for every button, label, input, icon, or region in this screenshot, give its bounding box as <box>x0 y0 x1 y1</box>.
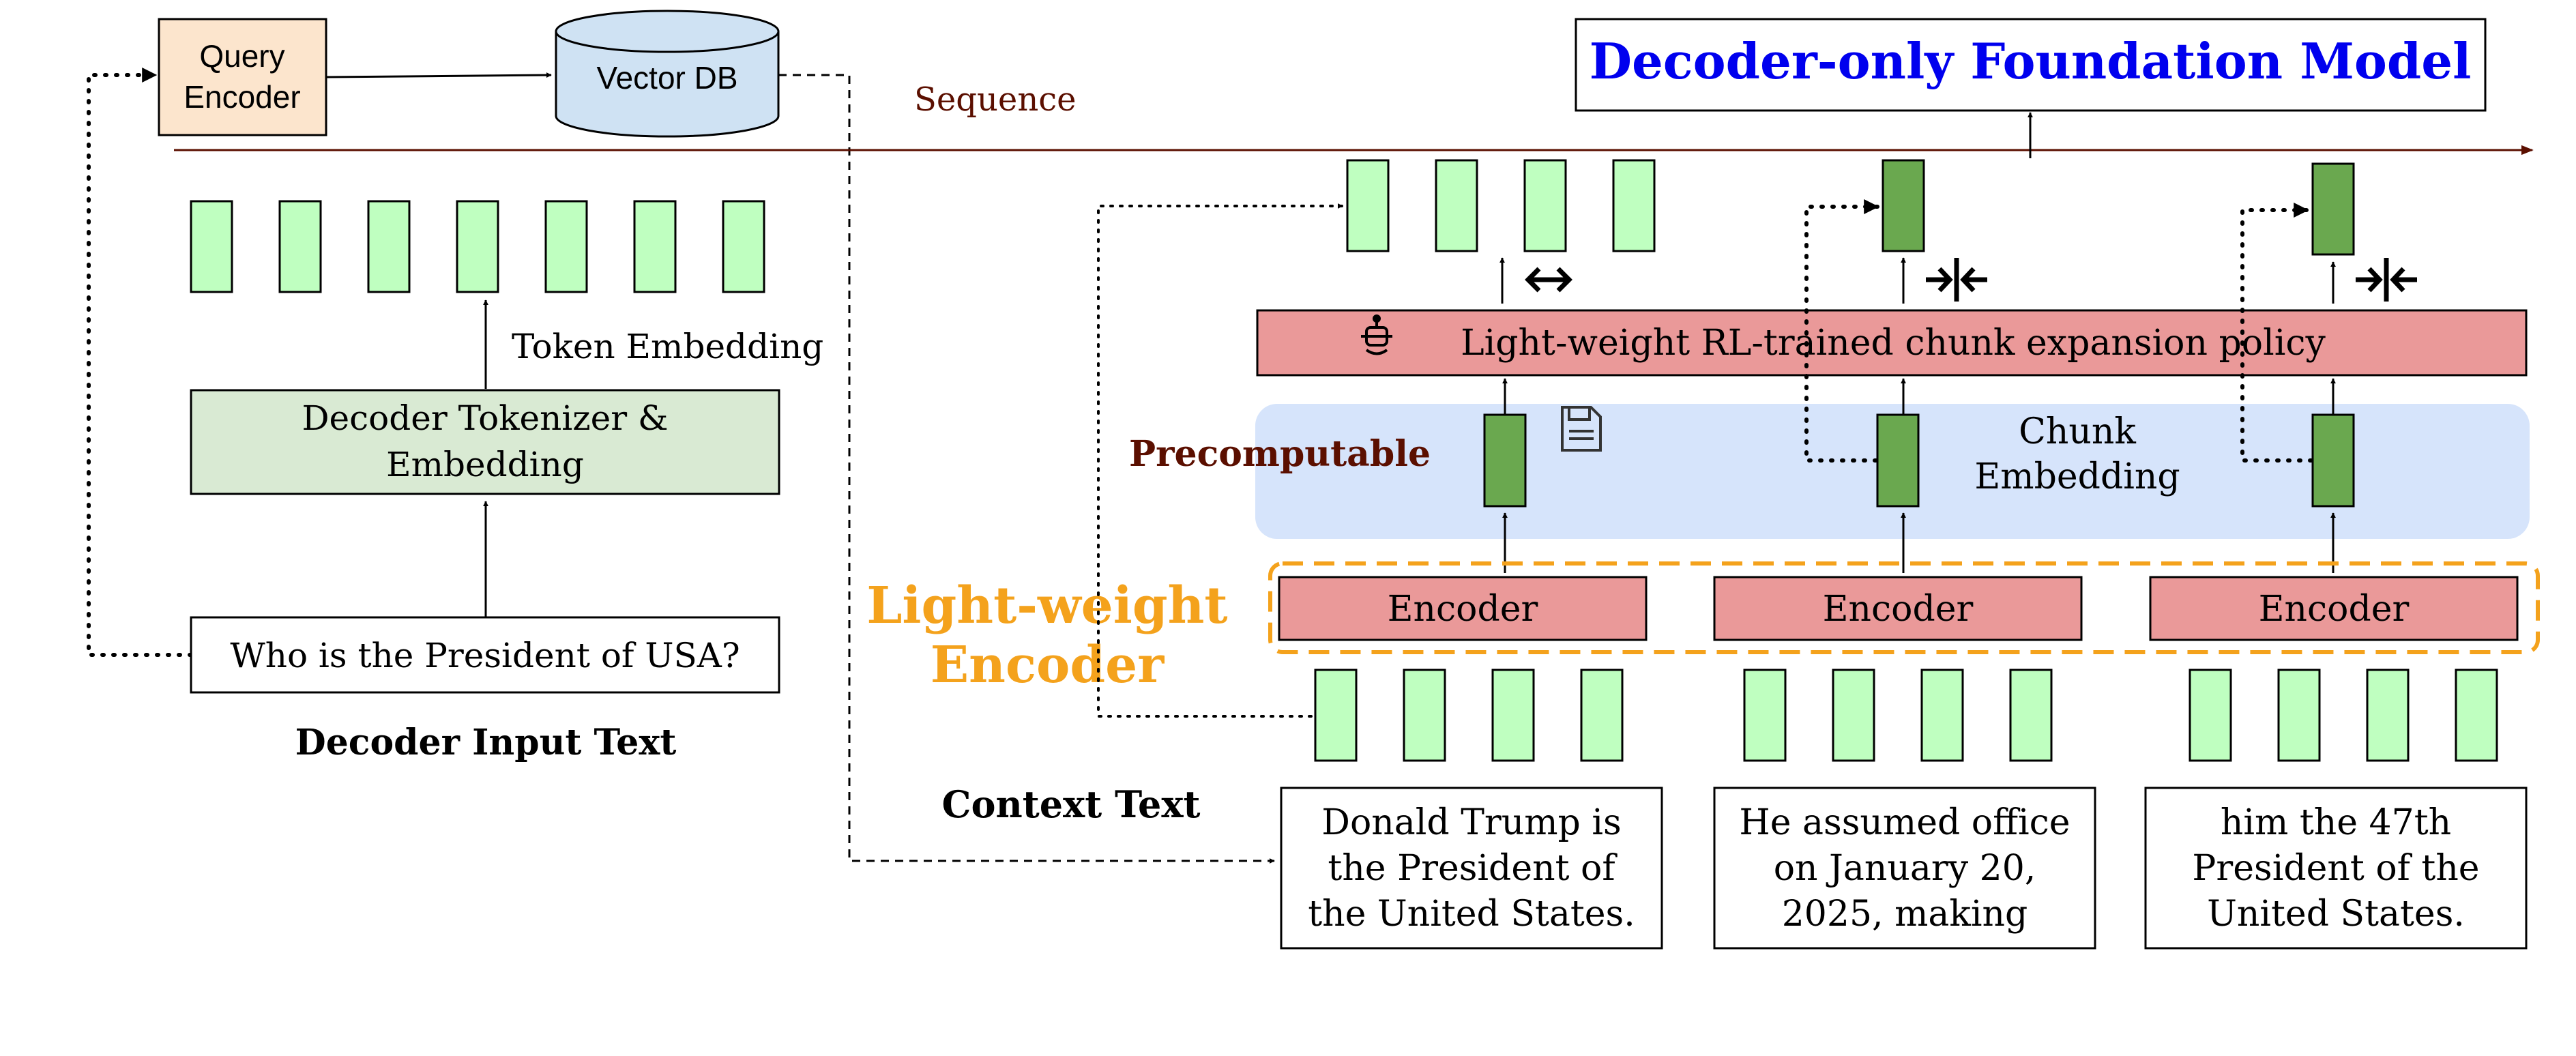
light-weight-encoder-label-line1: Light-weight <box>866 576 1227 635</box>
expand-icon <box>1525 267 1572 293</box>
context-token-embeddings <box>1314 669 2498 762</box>
token-embedding <box>456 200 499 293</box>
rl-policy-label: Light-weight RL-trained chunk expansion … <box>1461 323 2326 364</box>
token-embedding <box>1523 159 1567 252</box>
query-encoder-label-line1: Query <box>199 38 284 74</box>
token-embedding <box>722 200 765 293</box>
chunk-embedding <box>1483 413 1527 508</box>
query-encoder-label-line2: Encoder <box>184 79 300 115</box>
chunk-embedding-label-line1: Chunk <box>2019 411 2136 452</box>
token-embedding <box>190 200 233 293</box>
context-chunk-line: the United States. <box>1308 894 1635 935</box>
context-chunk-line: President of the <box>2192 848 2479 889</box>
chunk-embedding-label-line2: Embedding <box>1974 456 2180 497</box>
token-embedding <box>2455 669 2498 762</box>
token-embedding <box>2366 669 2410 762</box>
vector-db-label: Vector DB <box>596 60 737 96</box>
token-embedding <box>1612 159 1656 252</box>
model-title-box <box>1575 18 2487 112</box>
context-chunk-box: He assumed office on January 20, 2025, m… <box>1713 787 2096 950</box>
encoder-box: Encoder <box>2149 576 2519 641</box>
save-icon <box>1561 406 1602 452</box>
token-embedding <box>544 200 588 293</box>
compress-icon <box>1926 258 1987 302</box>
context-chunk-line: Donald Trump is <box>1321 802 1621 843</box>
context-chunk-box: Donald Trump is the President of the Uni… <box>1280 787 1663 950</box>
decoder-tokenizer-box: Decoder Tokenizer & Embedding <box>190 389 780 495</box>
expanded-token-embeddings <box>1346 159 1656 252</box>
context-text-caption: Context Text <box>942 782 1201 826</box>
token-embedding-label: Token Embedding <box>512 327 823 366</box>
chunk-embedding <box>2311 413 2355 508</box>
query-to-db-arrow <box>325 72 552 78</box>
model-title: Decoder-only Foundation Model <box>1590 32 2472 90</box>
decoder-input-caption: Decoder Input Text <box>295 722 677 763</box>
token-embedding <box>1346 159 1390 252</box>
token-embedding <box>1832 669 1875 762</box>
token-embedding <box>1743 669 1787 762</box>
rl-policy-bar: Light-weight RL-trained chunk expansion … <box>1256 309 2528 377</box>
context-chunk-line: 2025, making <box>1782 894 2028 935</box>
encoder-label: Encoder <box>2259 589 2410 630</box>
light-weight-encoder-label-line2: Encoder <box>931 636 1165 694</box>
expansion-dotted-arrow <box>1097 203 1344 718</box>
encoder-box: Encoder <box>1713 576 2083 641</box>
retrieval-dashed-arrow <box>778 74 1275 864</box>
context-chunk-line: him the 47th <box>2221 802 2451 843</box>
token-embedding <box>278 200 322 293</box>
chunk-embedding <box>1876 413 1920 508</box>
decoder-input-box: Who is the President of USA? <box>190 616 780 694</box>
tokenizer-label-line2: Embedding <box>386 445 584 484</box>
decoder-input-text: Who is the President of USA? <box>230 636 740 675</box>
token-embedding <box>1435 159 1478 252</box>
light-weight-encoder-outline <box>1268 561 2540 654</box>
robot-icon <box>1361 314 1392 355</box>
chunk-embedding-compressed <box>2311 162 2355 256</box>
token-embedding <box>367 200 411 293</box>
decoder-token-embeddings <box>190 200 765 293</box>
token-embedding <box>2277 669 2321 762</box>
token-embedding <box>2009 669 2053 762</box>
context-chunk-line: the President of <box>1328 848 1618 889</box>
vector-db-cylinder: Vector DB <box>555 10 780 138</box>
context-chunk-line: United States. <box>2207 894 2465 935</box>
query-encoder-box: Query Encoder <box>158 18 327 136</box>
context-chunk-line: He assumed office <box>1739 802 2070 843</box>
token-embedding <box>1920 669 1964 762</box>
context-chunk-line: on January 20, <box>1774 848 2036 889</box>
token-embedding <box>633 200 677 293</box>
query-dotted-arrow <box>87 68 193 657</box>
token-embedding <box>1403 669 1446 762</box>
compress-icon <box>2356 258 2417 302</box>
chunk-bypass-dotted-arrow <box>2240 203 2313 463</box>
token-embedding <box>1314 669 1358 762</box>
encoder-label: Encoder <box>1823 589 1974 630</box>
token-embedding <box>1580 669 1624 762</box>
token-embedding <box>1491 669 1535 762</box>
chunk-embedding-compressed <box>1882 159 1925 252</box>
sequence-label: Sequence <box>914 80 1077 119</box>
chunk-bypass-dotted-arrow <box>1804 199 1879 463</box>
tokenizer-label-line1: Decoder Tokenizer & <box>302 398 668 438</box>
context-chunk-box: him the 47th President of the United Sta… <box>2144 787 2528 950</box>
encoder-box: Encoder <box>1278 576 1648 641</box>
precomputable-label: Precomputable <box>1129 433 1431 475</box>
token-embedding <box>2189 669 2232 762</box>
encoder-label: Encoder <box>1388 589 1538 630</box>
